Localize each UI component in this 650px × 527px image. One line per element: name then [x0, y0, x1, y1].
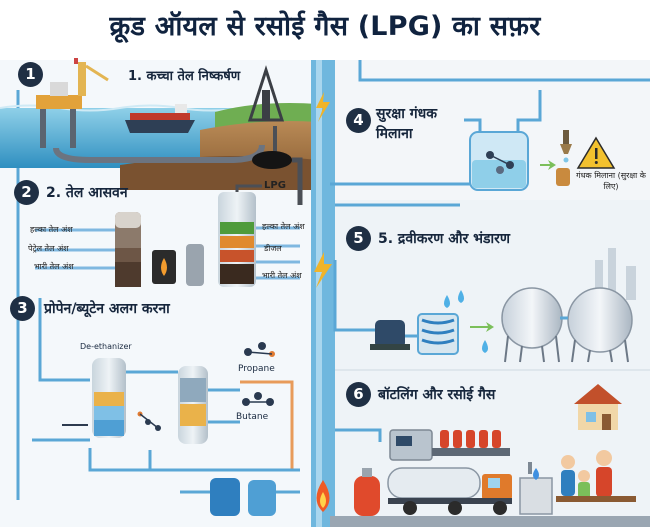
product-label: Butane — [236, 412, 269, 422]
tanker-truck-icon — [387, 467, 512, 515]
gas-cylinder-icon — [354, 468, 380, 516]
page-title: क्रूड ऑयल से रसोई गैस (LPG) का सफ़र — [109, 11, 541, 42]
lightning-icon — [316, 92, 330, 122]
fraction-label: डीजल — [264, 244, 282, 253]
odorant-note: गंधक मिलाना (सुरक्षा के लिए) — [576, 171, 646, 191]
fraction-label: पेट्रेल तेल अंश — [28, 244, 69, 253]
step-badge: 2 — [14, 180, 39, 205]
water-drop-icon — [458, 290, 464, 303]
house-icon — [574, 384, 622, 430]
step-title: 1. कच्चा तेल निष्कर्षण — [128, 69, 241, 84]
fraction-label: LPG — [264, 180, 286, 191]
step-title: बॉटलिंग और रसोई गैस — [378, 387, 496, 403]
step-title: सुरक्षा गंधक मिलाना — [376, 106, 437, 142]
step-title: प्रोपेन/ब्यूटेन अलग करना — [44, 301, 170, 317]
step-badge: 5 — [346, 226, 371, 251]
water-drop-icon — [444, 295, 450, 308]
dropper-icon — [560, 130, 572, 163]
tanker-ship-icon — [125, 104, 195, 133]
fraction-label: हल्का तेल अंश — [262, 222, 305, 231]
fraction-label: भारी तेल अंश — [262, 271, 302, 280]
product-label: Propane — [238, 364, 275, 374]
lightning-icon — [314, 252, 332, 288]
step-badge: 6 — [346, 382, 371, 407]
step-title: 2. तेल आसवन — [46, 185, 128, 201]
oil-rig-icon — [36, 58, 109, 148]
lpg-storage-tank — [567, 287, 633, 363]
step-badge: 4 — [346, 108, 371, 133]
water-drop-icon — [482, 340, 488, 353]
step-title: 5. द्रवीकरण और भंडारण — [378, 231, 510, 247]
fraction-label: हल्का तेल अंश — [30, 225, 73, 234]
warning-icon — [576, 136, 616, 169]
step-badge: 1 — [18, 62, 43, 87]
fraction-label: भारी तेल अंश — [34, 262, 74, 271]
stove-icon — [519, 462, 553, 515]
step-badge: 3 — [10, 296, 35, 321]
pump-jack-icon — [247, 65, 285, 122]
column-label: De-ethanizer — [80, 342, 132, 351]
